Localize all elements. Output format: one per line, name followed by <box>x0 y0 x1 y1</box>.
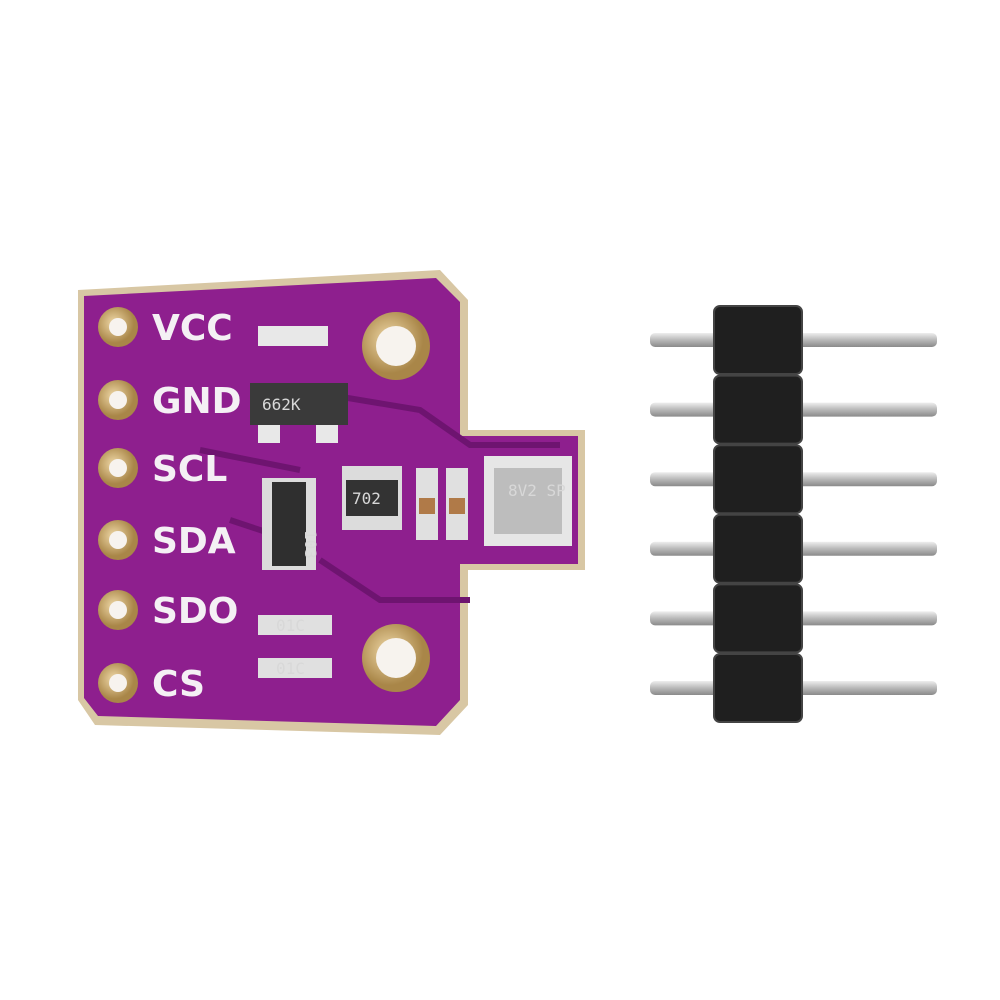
resistor-array: 103 <box>262 478 320 570</box>
header-housing-segment <box>713 374 803 445</box>
voltage-regulator: 662K <box>250 326 348 443</box>
resistor-marking: 01C <box>276 659 305 678</box>
header-housing-segment <box>713 444 803 515</box>
pin-label-sda: SDA <box>152 521 236 562</box>
mosfet-marking: 702 <box>352 489 381 508</box>
pin-label-scl: SCL <box>152 449 227 490</box>
mosfet: 702 <box>342 466 402 530</box>
resistor-marking: 01C <box>276 616 305 635</box>
pin-hole <box>109 391 127 409</box>
pin-labels: VCC GND SCL SDA SDO CS <box>152 308 242 705</box>
pin-label-vcc: VCC <box>152 308 233 349</box>
pin-pads <box>98 307 138 703</box>
pin-hole <box>109 318 127 336</box>
sensor-marking: 8V2 SP <box>508 481 566 500</box>
header-housing-segment <box>713 513 803 584</box>
pcb-board <box>78 270 585 735</box>
pin-hole <box>109 459 127 477</box>
smd-resistors: 01C 01C <box>258 615 332 678</box>
pin-label-gnd: GND <box>152 381 242 422</box>
capacitors <box>416 468 468 540</box>
header-housing-segment <box>713 653 803 723</box>
pin-label-sdo: SDO <box>152 591 238 632</box>
sensor-chip: 8V2 SP <box>484 456 572 546</box>
mounting-holes <box>362 312 430 692</box>
pin-hole <box>109 531 127 549</box>
resistor-array-marking: 103 <box>301 530 320 559</box>
pin-hole <box>109 601 127 619</box>
pin-header <box>650 305 937 723</box>
pin-label-cs: CS <box>152 664 205 705</box>
header-housing-segment <box>713 583 803 654</box>
header-housing-segment <box>713 305 803 375</box>
regulator-marking: 662K <box>262 395 301 414</box>
pin-hole <box>109 674 127 692</box>
